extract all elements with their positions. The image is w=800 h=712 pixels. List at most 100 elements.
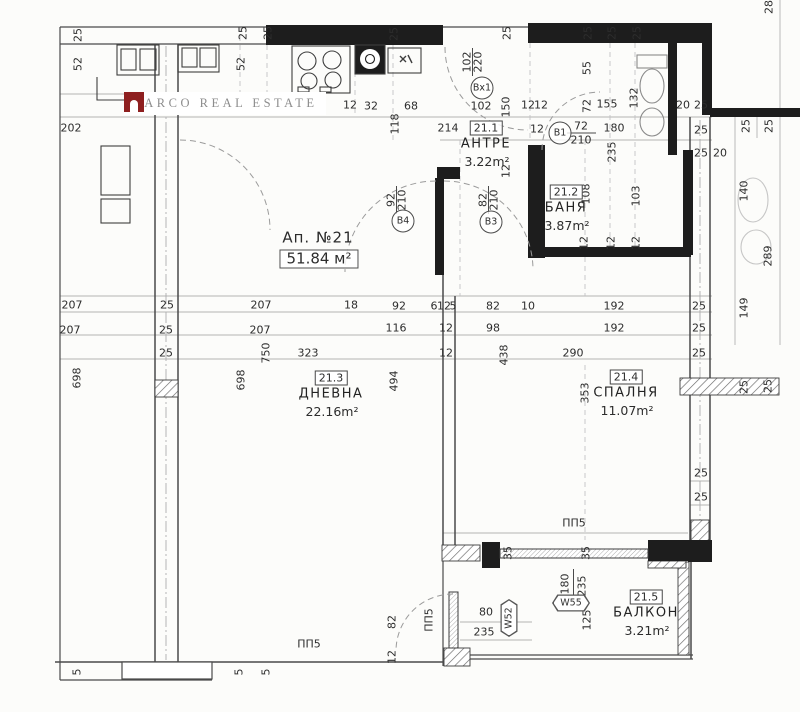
dimension-label: 98: [486, 321, 500, 335]
dimension-label: 10: [521, 299, 535, 313]
dimension-label: 698: [70, 367, 84, 389]
window-w52: [448, 591, 459, 649]
dimension-label: 72: [580, 99, 594, 113]
dimension-label: 25: [387, 27, 401, 41]
closet-arc: [179, 139, 271, 231]
dimension-label: 80: [479, 605, 493, 619]
centerlines: [165, 46, 701, 660]
dimension-label: 150: [499, 96, 513, 118]
dimension-label: 353: [578, 382, 592, 404]
dimension-label: 25: [605, 26, 619, 40]
walls: [266, 23, 800, 568]
dimension-label: 207: [61, 298, 83, 312]
room-area: 22.16m²: [305, 403, 359, 419]
dimension-label: 12: [521, 98, 535, 112]
dimension-label: 25: [761, 379, 775, 393]
dimension-label: 35: [501, 546, 515, 560]
counter-unit: [387, 47, 422, 74]
dimension-label: 180: [603, 121, 625, 135]
dimension-label: 5: [70, 668, 84, 676]
dimension-label: 5: [259, 668, 273, 676]
dimension-label: 290: [562, 346, 584, 360]
room-name: ДНЕВНА: [298, 386, 364, 402]
dimension-label: 235: [605, 141, 619, 163]
window-tag: W55: [552, 594, 590, 612]
dimension-label: 25: [692, 346, 706, 360]
door-tag: В3: [479, 210, 503, 234]
dimension-label: 82: [486, 299, 500, 313]
room-code: 21.2: [549, 184, 583, 200]
dimension-label: 32: [364, 99, 378, 113]
entry-door-arc: [444, 46, 529, 131]
dimension-label: 438: [497, 344, 511, 366]
dashed-guides: [239, 27, 636, 540]
window-tag-label: W52: [502, 601, 517, 636]
dimension-label: 210: [570, 133, 592, 147]
dimension-label: 323: [297, 346, 319, 360]
sink-icon: [354, 44, 386, 75]
apartment-area: 51.84 м²: [279, 249, 359, 269]
dimension-label: 155: [596, 97, 618, 111]
dimension-label: 25: [762, 119, 776, 133]
dimension-label: 103: [629, 185, 643, 207]
dimension-label: 25: [694, 98, 708, 112]
dimension-label: 235: [473, 625, 495, 639]
dimension-label: 235: [575, 575, 589, 597]
dimension-label: 698: [234, 369, 248, 391]
furniture: [96, 44, 772, 265]
room-name: БАЛКОН: [613, 605, 679, 621]
dimension-label: 12: [439, 346, 453, 360]
dimension-label: 25: [500, 26, 514, 40]
door-b1-arc: [541, 91, 601, 151]
dimension-label: 12: [343, 98, 357, 112]
dimension-label: 12: [604, 236, 618, 250]
watermark-brand: ARCO REAL ESTATE: [144, 96, 318, 110]
dimension-label: 25: [581, 26, 595, 40]
dimension-label: 12: [534, 98, 548, 112]
dimension-label: 52: [234, 57, 248, 71]
dimension-label: 20: [676, 98, 690, 112]
bathroom-fixtures: [636, 54, 668, 137]
dimension-label: 214: [437, 121, 459, 135]
dimension-label: 25: [694, 490, 708, 504]
room-area: 11.07m²: [600, 402, 654, 418]
dimension-label: 25: [737, 380, 751, 394]
dimension-label: 149: [737, 297, 751, 319]
window-tag-label: W55: [553, 595, 589, 611]
door-tag: Вх1: [470, 76, 494, 100]
dimension-label: 289: [761, 245, 775, 267]
room-name: БАНЯ: [544, 200, 588, 216]
dimension-label: 210: [487, 189, 501, 211]
door-tag: В4: [391, 209, 415, 233]
room-code: 21.1: [469, 120, 503, 136]
dimension-label: 55: [580, 61, 594, 75]
dimension-label: 207: [59, 323, 81, 337]
dimension-label: 92: [392, 299, 406, 313]
dimension-label: 25: [236, 26, 250, 40]
watermark: 4 ARCO REAL ESTATE: [124, 92, 326, 115]
dimension-label: 12: [577, 236, 591, 250]
room-area: 3.87m²: [544, 217, 590, 233]
dimension-label: 202: [60, 121, 82, 135]
dimension-label: 25: [630, 26, 644, 40]
window-tag: W52: [501, 599, 518, 637]
dimension-label: 132: [627, 87, 641, 109]
dimension-label: 25: [71, 28, 85, 42]
dimension-label: 6: [430, 299, 438, 313]
dimension-label: 72: [574, 119, 588, 133]
room-name: АНТРЕ: [460, 136, 512, 152]
dimension-label: 25: [159, 346, 173, 360]
room-code: 21.4: [609, 369, 643, 385]
dimension-label: 82: [385, 615, 399, 629]
balcony-door-arc: [395, 593, 454, 652]
dimension-label: 494: [387, 370, 401, 392]
dimension-label: 5: [449, 299, 457, 313]
dimension-label: ПП5: [422, 608, 436, 632]
room-area: 3.21m²: [624, 622, 670, 638]
dimension-label: 750: [259, 342, 273, 364]
dimension-label: 25: [694, 146, 708, 160]
dimension-label: 25: [739, 119, 753, 133]
dimension-label: 12: [530, 122, 544, 136]
